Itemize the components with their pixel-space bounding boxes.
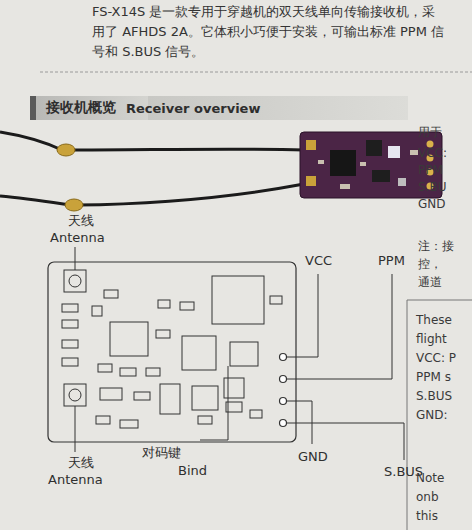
note-text: VCC: (418, 145, 447, 162)
note-text: PPM s (416, 369, 451, 386)
part-name: 对码键 (142, 444, 181, 461)
note-text: flight (416, 331, 447, 348)
note-text: These (416, 312, 452, 329)
section-title-zh: 接收机概览 (46, 99, 116, 117)
part-name: 天线 (68, 454, 94, 471)
note-text: Note (416, 470, 444, 487)
part-name: Antenna (50, 229, 105, 246)
part-name: Antenna (48, 471, 103, 488)
note-text: 控， (418, 256, 442, 273)
section-header-band: 接收机概览 Receiver overview (30, 96, 408, 120)
note-text: GND (418, 196, 446, 213)
note-text: S.BUS (416, 388, 452, 405)
note-text: onb (416, 489, 439, 506)
note-text: S.BU (418, 179, 446, 196)
part-name: Bind (178, 462, 207, 479)
pin-name: VCC (305, 252, 332, 269)
note-text: PPM (418, 162, 443, 179)
note-text: 通道 (418, 274, 442, 291)
pin-name: GND (298, 448, 328, 465)
part-name: 天线 (68, 212, 94, 229)
note-text: this (416, 508, 438, 525)
note-text: 用于 (418, 124, 442, 141)
pin-name: PPM (378, 252, 405, 269)
intro-paragraph: FS-X14S 是一款专用于穿越机的双天线单向传输接收机，采用了 AFHDS 2… (92, 2, 444, 62)
note-text: VCC: P (416, 350, 456, 367)
note-text: 注：接 (418, 238, 454, 255)
note-text: GND: (416, 407, 448, 424)
section-title-en: Receiver overview (126, 101, 260, 116)
